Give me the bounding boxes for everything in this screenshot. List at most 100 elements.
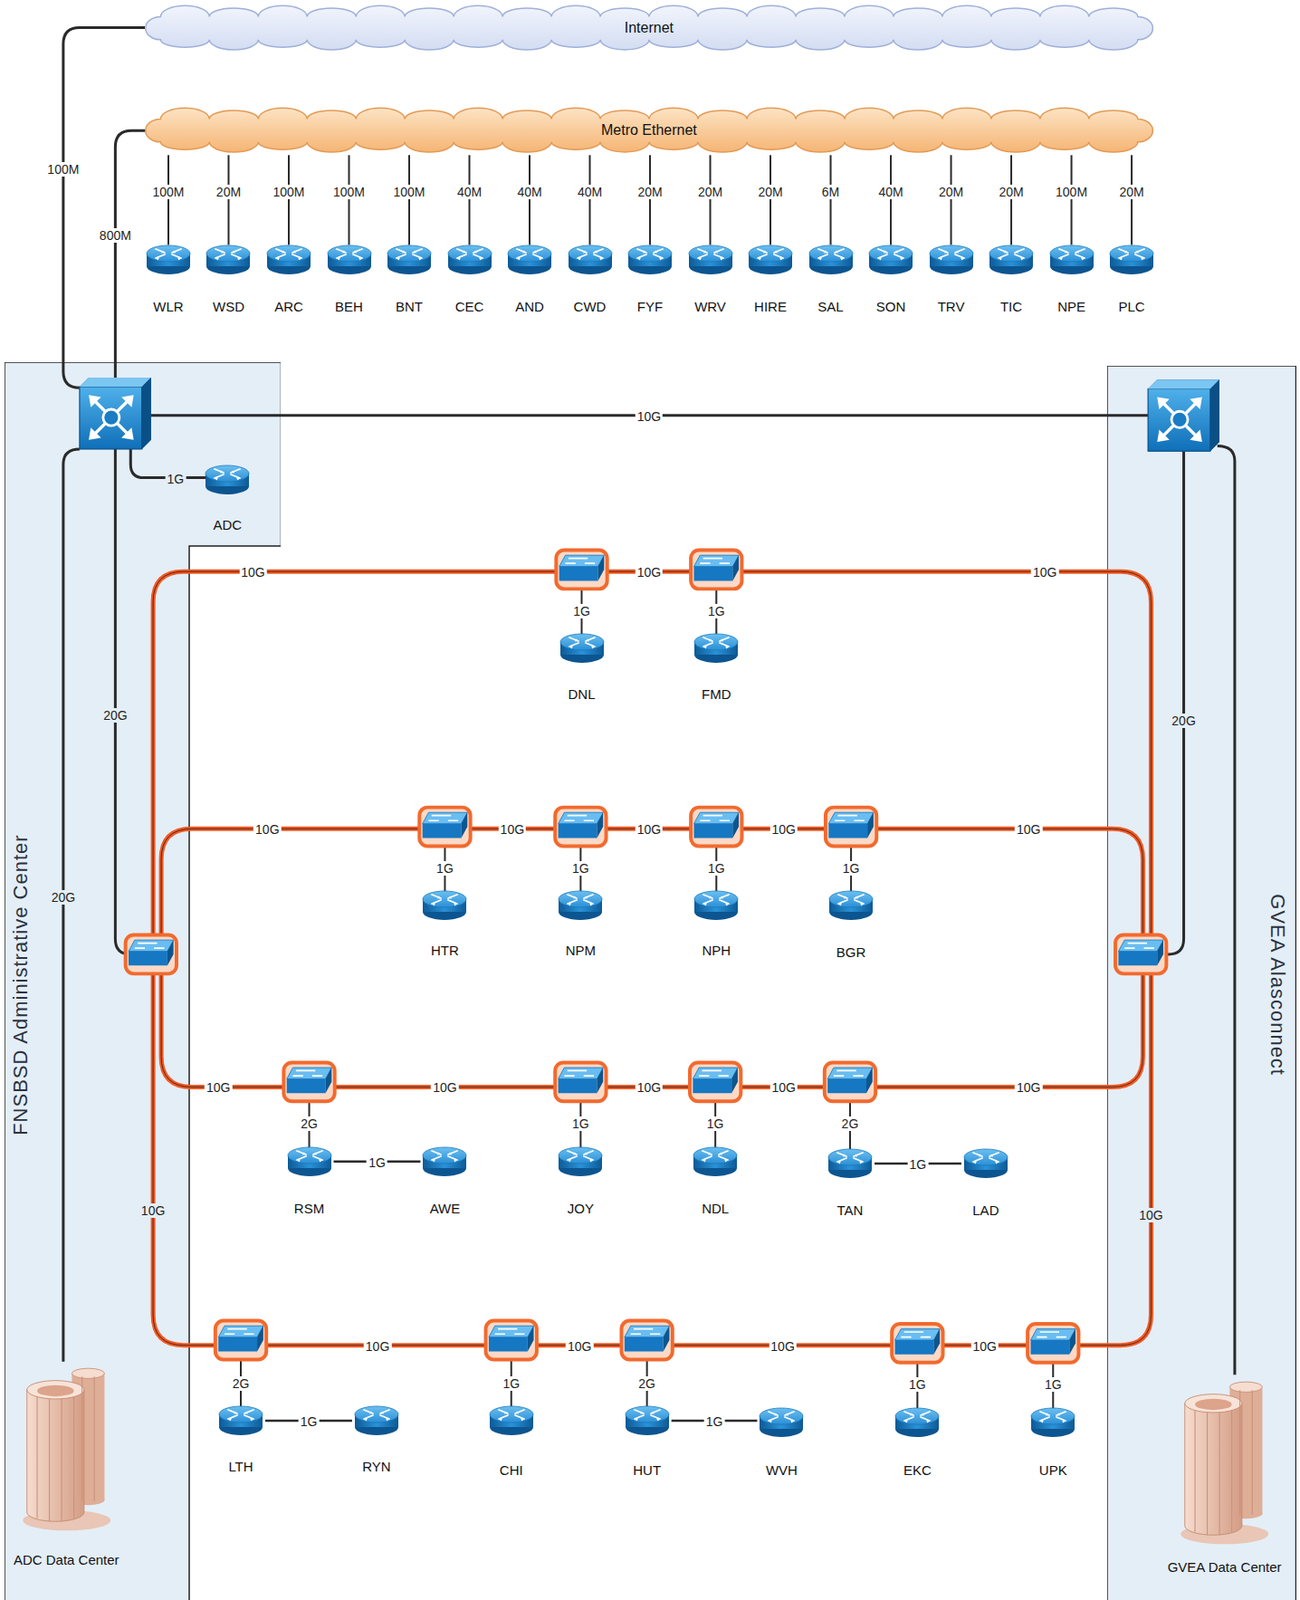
router-node: AND [505,244,555,314]
router-icon [828,889,874,921]
router-node: RYN [352,1405,402,1474]
link-speed: 100M [331,184,367,200]
link-speed: 2G [298,1116,320,1131]
link-speed: 100M [45,162,81,177]
fiber-ring-core [161,828,1143,955]
router-label: TRV [937,298,966,315]
router-symbol [869,245,913,275]
router-label: SAL [817,298,843,315]
ring-switch [690,550,742,590]
router-symbol [206,245,250,275]
data-center: GVEA Data Center [1166,1372,1284,1575]
core-switch [1147,379,1220,451]
link-speed: 2G [840,1116,861,1131]
link-speed: 1G [500,1376,522,1391]
router-label: TAN [837,1202,864,1218]
router-label: NPM [565,942,596,958]
router-symbol [387,245,431,275]
link-speed: 10G [1137,1207,1165,1223]
link-speed: 1G [570,1116,592,1131]
router-label: ADC [213,516,243,533]
router-node: TIC [986,244,1036,314]
router-label: HUT [632,1462,661,1478]
drop-lines [240,580,1053,1408]
router-symbol [759,1407,803,1437]
router-label: BEH [334,298,364,315]
router-node: CHI [487,1405,536,1478]
router-label: JOY [567,1200,594,1216]
region-border [4,362,281,1600]
link-speed: 10G [1014,1080,1042,1095]
ring-switch [554,1061,606,1101]
ring-switch [690,807,742,847]
router-node: CEC [445,244,495,314]
link-speed: 1G [298,1414,320,1429]
link-speed: 100M [391,184,427,200]
metro-link [114,130,149,380]
link-speed: 40M [455,184,484,200]
router-label: WVH [765,1462,798,1478]
router-symbol [748,245,793,275]
fiber-rings [152,571,1151,1345]
datacenter-symbol [22,1368,111,1531]
link-speed: 10G [430,1080,459,1095]
router-symbol [929,245,974,275]
router-icon [827,1147,873,1179]
link-speed: 20M [936,184,966,200]
router-symbol [448,245,492,275]
link-line [889,154,892,245]
router-icon [1049,244,1095,276]
datacenter-label: GVEA Data Center [1167,1558,1282,1575]
ring-switch [891,1323,943,1363]
ring-switch [125,935,177,975]
link-line [528,154,531,245]
link-speed: 10G [769,822,797,837]
router-icon [688,244,734,276]
link-line [227,154,230,245]
link-speed: 20M [1117,184,1146,200]
router-node: SAL [806,244,856,314]
link-speed: 1G [1042,1376,1064,1392]
router-label: CHI [499,1462,524,1478]
drop-line [240,580,1053,1408]
core-switch [79,377,152,450]
link-speed: 20M [214,184,243,200]
router-symbol [1031,1407,1075,1437]
router-icon [559,632,605,664]
router-symbol [205,465,249,495]
router-icon [988,244,1034,276]
router-label: HTR [430,942,459,958]
router-node: WRV [686,244,736,314]
link-speed: 20G [1169,713,1197,728]
network-cloud: Metro Ethernet [143,105,1156,155]
router-symbol [688,245,733,275]
router-symbol [628,245,672,275]
router-node: WVH [756,1406,806,1477]
router-icon [693,889,739,921]
router-node: BNT [384,244,434,314]
router-icon [205,244,251,276]
ring-switch [824,1061,876,1101]
link-line [950,154,953,245]
router-icon [747,244,794,276]
link-speed: 1G [165,471,187,487]
router-node: FMD [691,632,741,702]
ring-switch [1115,935,1167,975]
router-icon [624,1405,670,1436]
link-speed: 800M [97,228,134,243]
link-speed: 6M [820,184,842,200]
router-icon [386,244,432,276]
router-label: ARC [274,298,304,315]
link-speed: 10G [1031,564,1059,580]
router-icon [421,1146,468,1177]
router-symbol [694,890,738,920]
link-speed: 20G [49,889,77,905]
ring-switch [689,1061,741,1101]
router-node: HIRE [745,244,795,314]
link-speed: 1G [706,603,727,619]
ring-switch [825,807,877,847]
region-fill [1107,365,1297,1600]
region-label: GVEA Alasconnect [1266,893,1290,1076]
router-label: EKC [903,1462,932,1478]
